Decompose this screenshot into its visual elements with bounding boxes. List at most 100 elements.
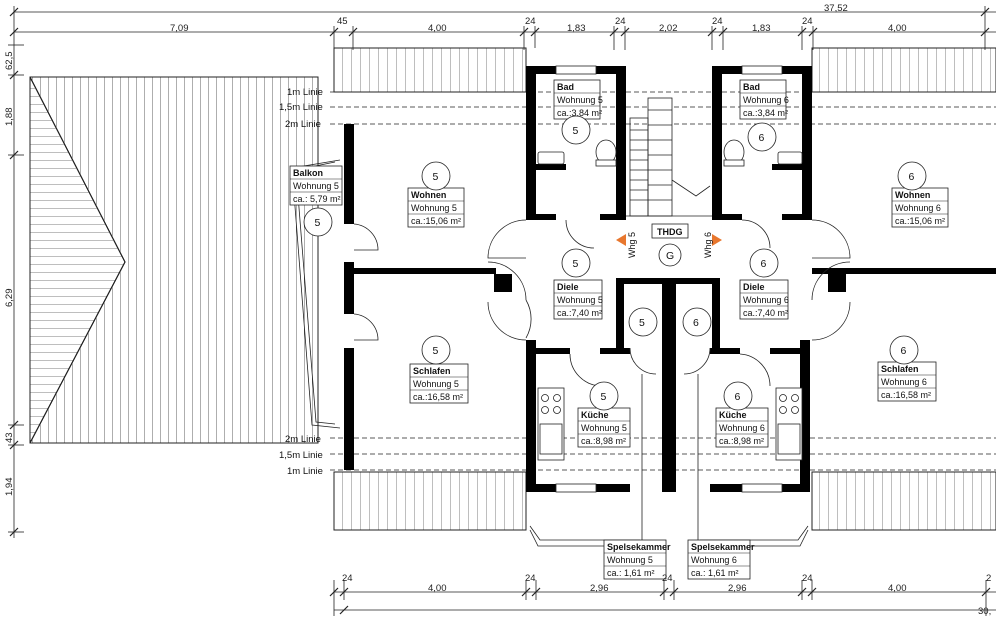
room-name: Küche bbox=[719, 410, 747, 420]
room-area: ca.:15,06 m² bbox=[895, 216, 945, 226]
room-area: ca.:7,40 m² bbox=[743, 308, 788, 318]
dim-bottom-6: 2,96 bbox=[728, 583, 747, 594]
windows bbox=[555, 65, 783, 493]
room-name: Wohnen bbox=[411, 190, 446, 200]
dim-left-a: 62,5 bbox=[4, 52, 15, 71]
room-number-circle bbox=[421, 335, 451, 365]
room-name: Spelsekammer bbox=[607, 542, 671, 552]
staircase bbox=[626, 97, 712, 217]
room-unit: Wohnung 5 bbox=[557, 95, 603, 105]
room-name: Schlafen bbox=[881, 364, 919, 374]
line-label-1m-top: 1m Linie bbox=[287, 87, 323, 98]
room-area: ca.:3,84 m² bbox=[557, 108, 602, 118]
room-name: Spelsekammer bbox=[691, 542, 755, 552]
room-number: 5 bbox=[601, 391, 607, 403]
room-number-circle bbox=[723, 381, 753, 411]
room-number-circle bbox=[749, 248, 779, 278]
room-number: 5 bbox=[573, 258, 579, 270]
room-name: Diele bbox=[743, 282, 765, 292]
doors bbox=[353, 219, 851, 545]
circle-6-spine: 6 bbox=[693, 317, 699, 329]
room-number-circle bbox=[589, 381, 619, 411]
room-area: ca.: 5,79 m² bbox=[293, 194, 341, 204]
room-number: 5 bbox=[433, 345, 439, 357]
dim-top-6: 24 bbox=[615, 16, 626, 27]
dim-bottom-total: 30, bbox=[978, 606, 991, 617]
dim-left-c: 6,29 bbox=[4, 289, 15, 308]
room-unit: Wohnung 5 bbox=[581, 423, 627, 433]
dim-bottom-7: 24 bbox=[802, 573, 813, 584]
dim-top-2: 45 bbox=[337, 16, 348, 27]
line-label-15m-bottom: 1,5m Linie bbox=[279, 450, 323, 461]
dim-top-7: 2,02 bbox=[659, 23, 678, 34]
room-number-circle bbox=[421, 161, 451, 191]
dim-bottom-4: 2,96 bbox=[590, 583, 609, 594]
bottom-dimensions bbox=[329, 580, 996, 616]
line-label-1m-bottom: 1m Linie bbox=[287, 466, 323, 477]
room-name: Schlafen bbox=[413, 366, 451, 376]
room-area: ca.: 1,61 m² bbox=[691, 568, 739, 578]
room-number-circle bbox=[889, 335, 919, 365]
top-dimensions bbox=[9, 6, 996, 50]
room-area: ca.:16,58 m² bbox=[881, 390, 931, 400]
dim-bottom-2: 4,00 bbox=[428, 583, 447, 594]
room-name: Diele bbox=[557, 282, 579, 292]
room-name: Wohnen bbox=[895, 190, 930, 200]
room-name: Bad bbox=[557, 82, 574, 92]
dim-left-e: 1,94 bbox=[4, 478, 15, 497]
dim-top-3: 4,00 bbox=[428, 23, 447, 34]
arrow-right-icon bbox=[712, 234, 722, 246]
room-number: 6 bbox=[735, 391, 741, 403]
line-label-2m-bottom: 2m Linie bbox=[285, 434, 321, 445]
room-unit: Wohnung 6 bbox=[691, 555, 737, 565]
dim-top-1: 7,09 bbox=[170, 23, 189, 34]
dim-top-8: 24 bbox=[712, 16, 723, 27]
room-unit: Wohnung 6 bbox=[743, 95, 789, 105]
circle-5-spine: 5 bbox=[639, 317, 645, 329]
dim-top-5: 1,83 bbox=[567, 23, 586, 34]
room-unit: Wohnung 6 bbox=[881, 377, 927, 387]
room-name: Balkon bbox=[293, 168, 323, 178]
room-unit: Wohnung 5 bbox=[293, 181, 339, 191]
dim-left-d: 43 bbox=[4, 432, 15, 443]
dim-bottom-9: 2 bbox=[986, 573, 991, 584]
room-unit: Wohnung 5 bbox=[607, 555, 653, 565]
room-area: ca.:15,06 m² bbox=[411, 216, 461, 226]
stair-left-label: Whg 5 bbox=[627, 232, 637, 258]
dim-top-11: 4,00 bbox=[888, 23, 907, 34]
dim-bottom-8: 4,00 bbox=[888, 583, 907, 594]
stair-label: THDG bbox=[657, 227, 683, 237]
room-number-circle bbox=[897, 161, 927, 191]
dim-total-top: 37,52 bbox=[824, 3, 848, 14]
room-number-circle bbox=[747, 122, 777, 152]
room-unit: Wohnung 6 bbox=[719, 423, 765, 433]
left-roof bbox=[29, 76, 319, 444]
room-area: ca.: 1,61 m² bbox=[607, 568, 655, 578]
dim-top-4: 24 bbox=[525, 16, 536, 27]
arrow-left-icon bbox=[616, 234, 626, 246]
room-unit: Wohnung 6 bbox=[895, 203, 941, 213]
room-unit: Wohnung 6 bbox=[743, 295, 789, 305]
room-number-circle bbox=[303, 207, 333, 237]
stair-right-label: Whg 6 bbox=[703, 232, 713, 258]
room-unit: Wohnung 5 bbox=[413, 379, 459, 389]
room-number: 5 bbox=[315, 217, 321, 229]
dim-bottom-5: 24 bbox=[662, 573, 673, 584]
dim-top-9: 1,83 bbox=[752, 23, 771, 34]
room-unit: Wohnung 5 bbox=[411, 203, 457, 213]
room-area: ca.:8,98 m² bbox=[581, 436, 626, 446]
room-number: 6 bbox=[909, 171, 915, 183]
room-number: 6 bbox=[901, 345, 907, 357]
room-area: ca.:16,58 m² bbox=[413, 392, 463, 402]
